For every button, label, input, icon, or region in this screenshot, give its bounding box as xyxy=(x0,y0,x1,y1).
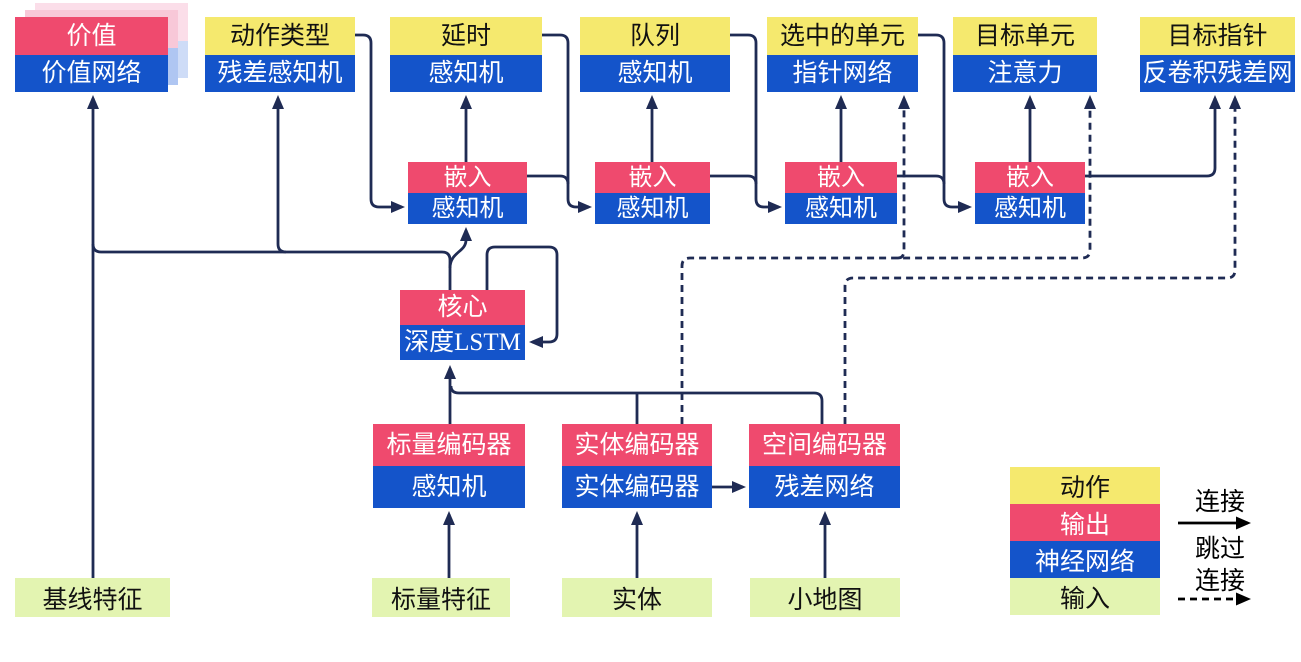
node-target-unit: 目标单元 注意力 xyxy=(953,17,1097,92)
node-delay-network: 感知机 xyxy=(390,55,542,92)
node-selected-units-label: 选中的单元 xyxy=(767,17,918,55)
legend-connection-label: 连接 xyxy=(1194,489,1245,516)
node-entity-encoder-label: 实体编码器 xyxy=(562,424,712,466)
node-embed-2-label: 嵌入 xyxy=(595,162,710,193)
node-entity-encoder-network: 实体编码器 xyxy=(562,466,712,508)
node-minimap: 小地图 xyxy=(750,578,900,617)
node-value: 价值 价值网络 xyxy=(15,17,168,92)
legend-skip-label-line1: 跳过 xyxy=(1194,536,1245,563)
node-spatial-encoder-network: 残差网络 xyxy=(749,466,900,508)
legend-neural-network: 神经网络 xyxy=(1010,541,1160,578)
conn-core-to-embed1 xyxy=(448,227,472,269)
conn-embed3-exit xyxy=(897,174,946,185)
conn-delay-to-embed2 xyxy=(542,33,592,213)
node-queue-label: 队列 xyxy=(580,17,730,55)
skip-entityenc-to-selected xyxy=(897,95,910,260)
connections xyxy=(87,33,1241,578)
node-entities: 实体 xyxy=(562,578,712,617)
node-target-point: 目标指针 反卷积残差网 xyxy=(1140,17,1295,92)
node-entity-encoder: 实体编码器 实体编码器 xyxy=(562,424,712,508)
legend-input: 输入 xyxy=(1010,578,1160,615)
node-core-label: 核心 xyxy=(400,290,525,325)
conn-embed1-exit xyxy=(527,174,570,185)
legend-output: 输出 xyxy=(1010,504,1160,541)
node-baseline-features: 基线特征 xyxy=(15,578,170,617)
node-embed-2: 嵌入 感知机 xyxy=(595,162,710,224)
conn-actiontype-to-embed1 xyxy=(355,33,405,213)
conn-core-self-loop xyxy=(485,245,559,348)
node-action-type-network: 残差感知机 xyxy=(205,55,355,92)
node-embed-3-network: 感知机 xyxy=(785,193,897,224)
conn-queue-to-embed3 xyxy=(730,33,782,213)
conn-bus-to-actiontype xyxy=(272,95,287,254)
node-core-network: 深度LSTM xyxy=(400,325,525,360)
node-embed-1: 嵌入 感知机 xyxy=(408,162,527,224)
node-delay: 延时 感知机 xyxy=(390,17,542,92)
skip-spatialenc-to-targetpoint xyxy=(843,95,1241,424)
node-spatial-encoder-label: 空间编码器 xyxy=(749,424,900,466)
node-target-unit-network: 注意力 xyxy=(953,55,1097,92)
node-queue: 队列 感知机 xyxy=(580,17,730,92)
node-selected-units: 选中的单元 指针网络 xyxy=(767,17,918,92)
conn-core-left-bus xyxy=(91,243,452,290)
node-delay-label: 延时 xyxy=(390,17,542,55)
node-scalar-encoder-label: 标量编码器 xyxy=(373,424,525,466)
node-target-point-network: 反卷积残差网 xyxy=(1140,55,1295,92)
conn-embed2-exit xyxy=(710,174,758,185)
legend-swatches: 动作 输出 神经网络 输入 xyxy=(1010,467,1160,615)
node-scalar-encoder: 标量编码器 感知机 xyxy=(373,424,525,508)
legend-skip-label-line2: 连接 xyxy=(1194,568,1245,595)
node-embed-4-label: 嵌入 xyxy=(975,162,1085,193)
node-embed-1-label: 嵌入 xyxy=(408,162,527,193)
conn-selected-to-embed4 xyxy=(918,33,972,213)
node-target-point-label: 目标指针 xyxy=(1140,17,1295,55)
node-value-label: 价值 xyxy=(15,17,168,55)
conn-embed4-to-targetpoint xyxy=(1085,95,1221,178)
node-spatial-encoder: 空间编码器 残差网络 xyxy=(749,424,900,508)
node-embed-3-label: 嵌入 xyxy=(785,162,897,193)
node-core: 核心 深度LSTM xyxy=(400,290,525,360)
node-embed-4-network: 感知机 xyxy=(975,193,1085,224)
skip-entityenc-bus xyxy=(680,95,1096,424)
node-action-type-label: 动作类型 xyxy=(205,17,355,55)
node-queue-network: 感知机 xyxy=(580,55,730,92)
legend-action: 动作 xyxy=(1010,467,1160,504)
legend-arrows xyxy=(1178,516,1251,606)
node-embed-1-network: 感知机 xyxy=(408,193,527,224)
node-target-unit-label: 目标单元 xyxy=(953,17,1097,55)
node-embed-2-network: 感知机 xyxy=(595,193,710,224)
node-scalar-encoder-network: 感知机 xyxy=(373,466,525,508)
node-selected-units-network: 指针网络 xyxy=(767,55,918,92)
node-scalar-features: 标量特征 xyxy=(372,578,510,617)
node-embed-3: 嵌入 感知机 xyxy=(785,162,897,224)
node-value-network: 价值网络 xyxy=(15,55,168,92)
node-action-type: 动作类型 残差感知机 xyxy=(205,17,355,92)
conn-encoder-bus xyxy=(449,385,824,424)
node-embed-4: 嵌入 感知机 xyxy=(975,162,1085,224)
